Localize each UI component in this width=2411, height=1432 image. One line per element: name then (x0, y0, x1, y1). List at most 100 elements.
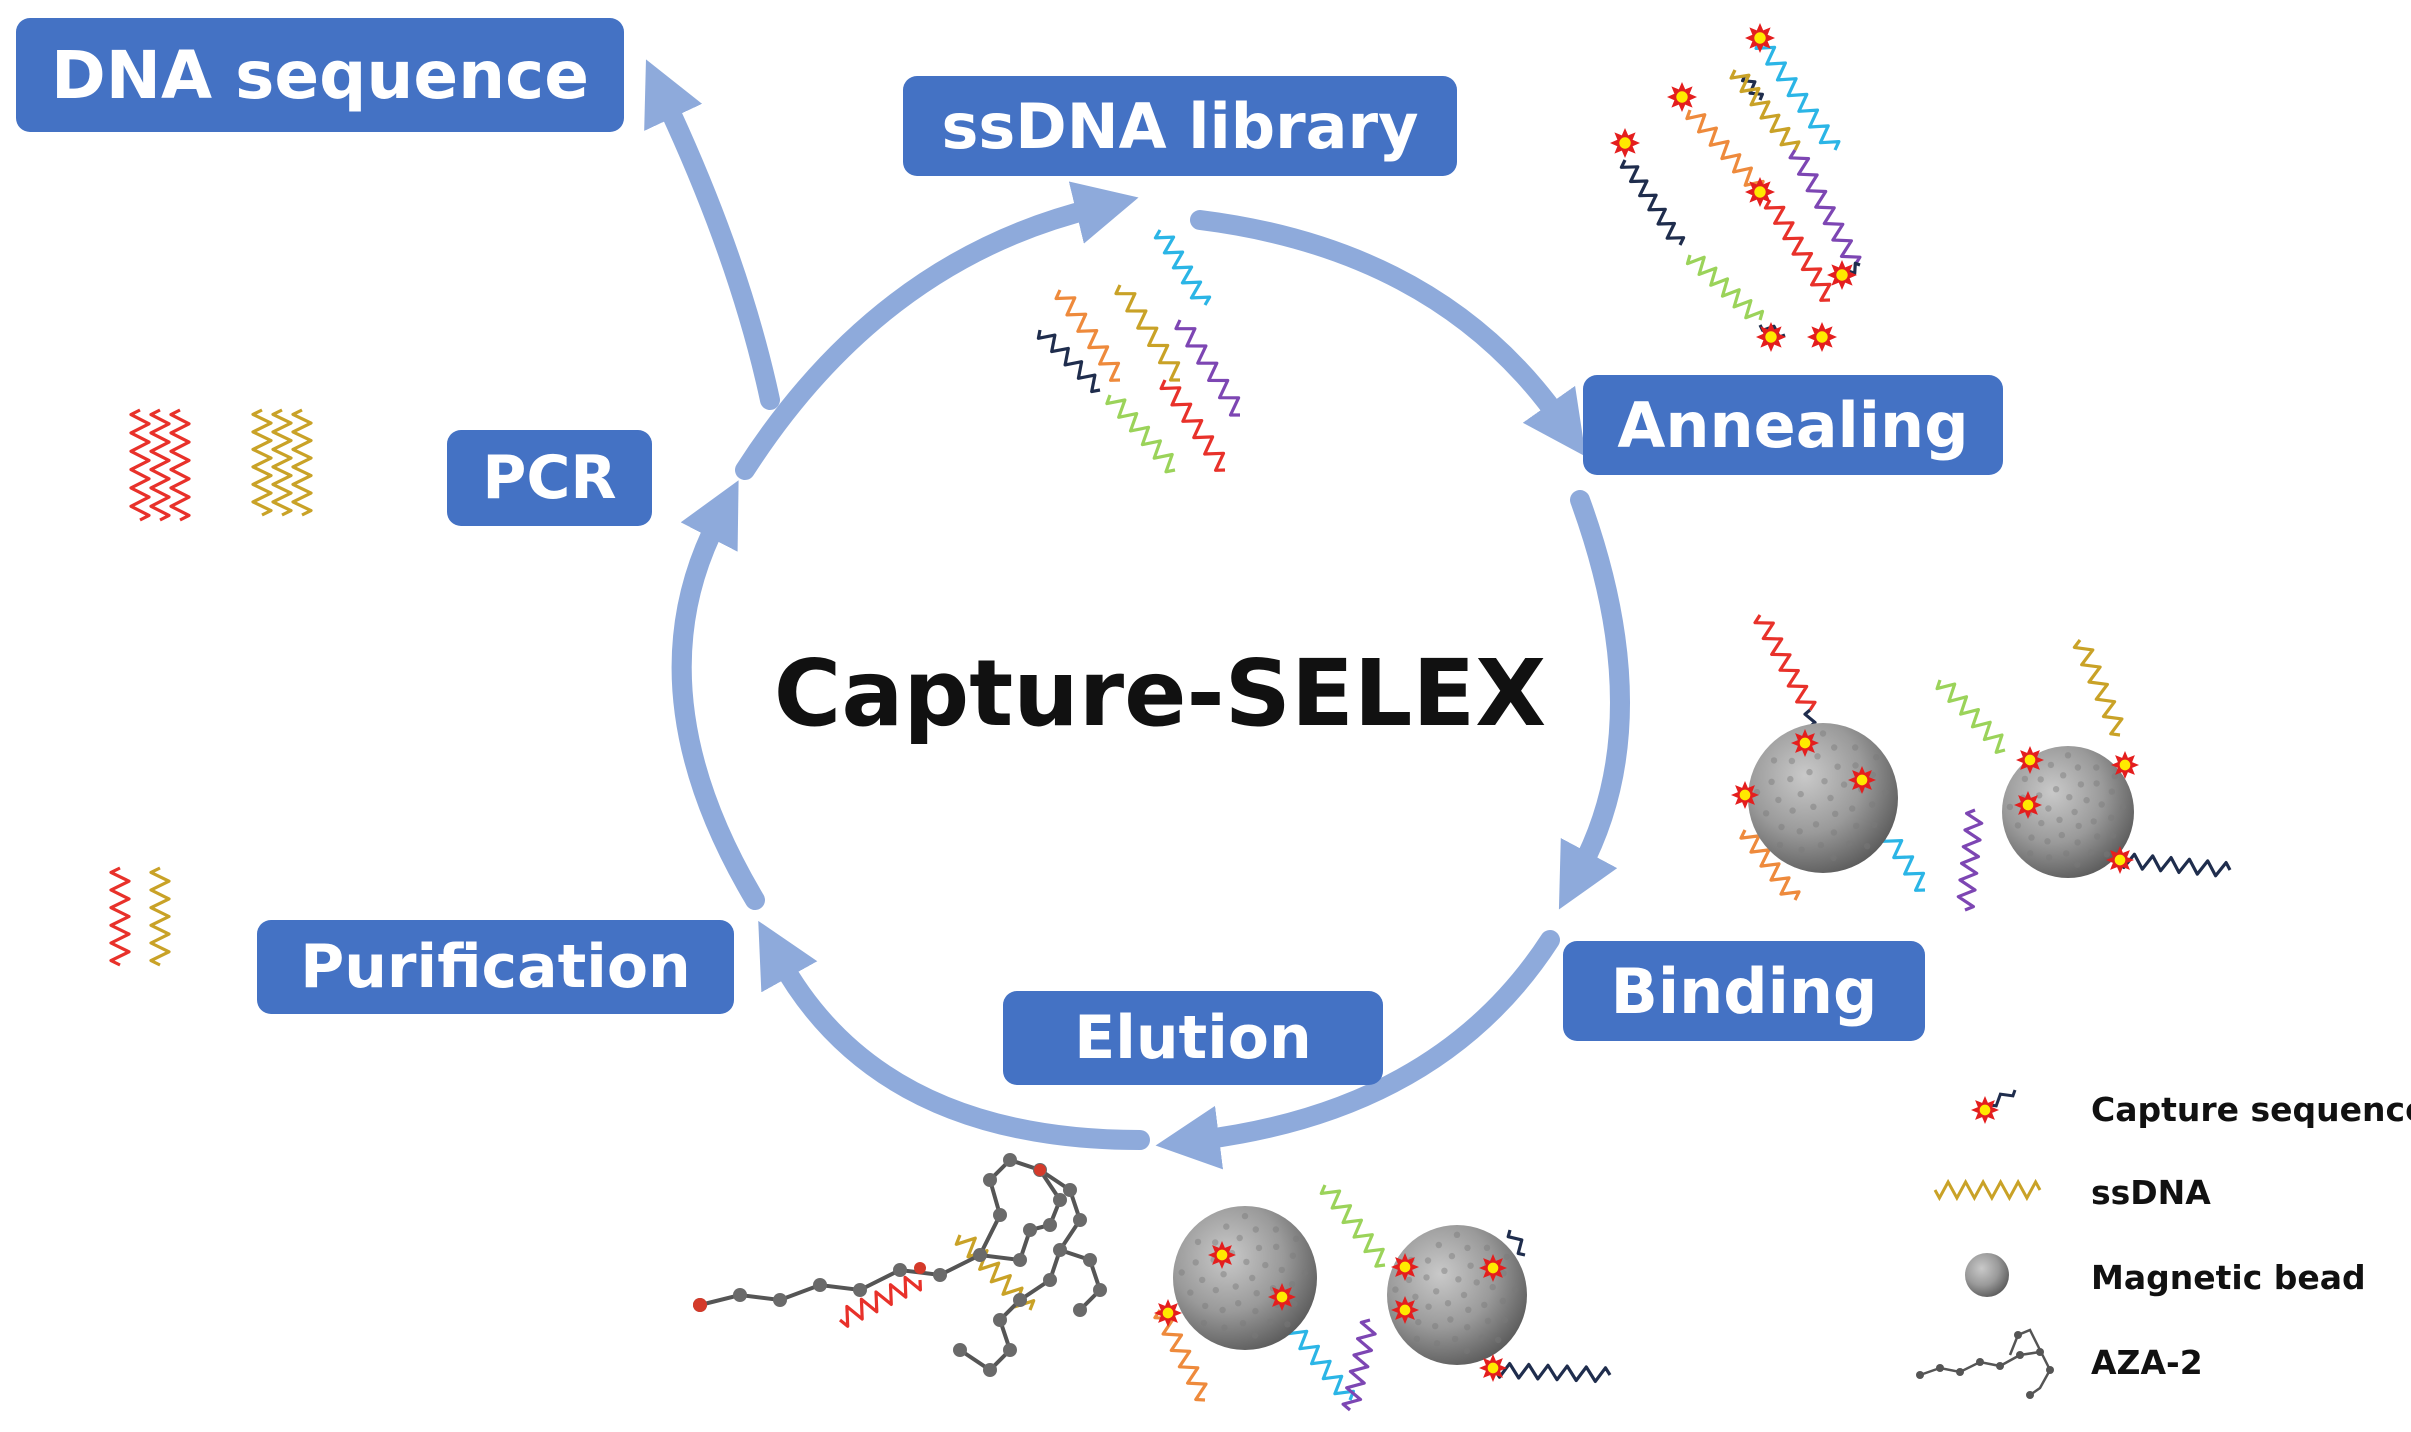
dna-strand (1754, 39, 1841, 151)
capture-star-core (1739, 789, 1751, 801)
binding-bead-1-texture (1819, 730, 1827, 737)
binding-bead-2-texture (2044, 838, 2051, 845)
elution-bead-1-texture (1288, 1281, 1296, 1288)
aza2-atom (1043, 1273, 1057, 1287)
elution-bead-1-texture (1239, 1320, 1247, 1327)
aza2-atom (773, 1293, 787, 1307)
elution-bead-1-texture (1194, 1238, 1202, 1246)
binding-bead-2-texture (2108, 814, 2115, 821)
elution-bead-2-texture (1412, 1293, 1419, 1301)
aza2-atom (1043, 1218, 1057, 1232)
binding-bead-2-texture (2064, 752, 2072, 759)
binding-bead-1-texture (1762, 810, 1770, 817)
dna-strand (1036, 329, 1101, 394)
elution-bead-2-texture (1500, 1270, 1507, 1277)
elution-bead-2-texture (1495, 1336, 1502, 1344)
binding-bead-2-texture (2066, 794, 2073, 801)
dna-strand (1506, 1229, 1526, 1257)
aza2-atom (1023, 1223, 1037, 1237)
dna-strand (1763, 199, 1832, 302)
elution-bead-2-texture (1444, 1300, 1452, 1307)
elution-bead-1-texture (1178, 1269, 1185, 1276)
binding-bead-2-texture (2021, 775, 2029, 783)
dna-strand (1739, 829, 1801, 901)
elution-bead-2-texture (1424, 1257, 1432, 1264)
diagram-title: Capture-SELEX (773, 640, 1547, 747)
step-binding: Binding (1563, 941, 1925, 1041)
elution-bead-2-texture (1484, 1317, 1492, 1325)
binding-bead-1-texture (1789, 807, 1796, 814)
elution-bead-2-texture (1503, 1253, 1510, 1261)
dna-strand (271, 408, 293, 517)
capture-star-core (2119, 759, 2131, 771)
dna-strand (1741, 74, 1764, 101)
capture-star-core (2022, 799, 2034, 811)
elution-bead-2-texture (1499, 1297, 1507, 1305)
elution-bead-2-texture (1405, 1276, 1413, 1284)
binding-bead-1-texture (1798, 846, 1805, 853)
dna-strand (1105, 394, 1176, 474)
step-dna-sequence: DNA sequence (16, 18, 624, 132)
binding-bead-2 (2002, 746, 2134, 878)
aza2-oxygen-atom (693, 1298, 707, 1312)
elution-bead-1-texture (1301, 1269, 1309, 1277)
binding-bead-2-texture (2093, 780, 2100, 787)
binding-bead-1-texture (1882, 789, 1889, 796)
elution-bead-1-texture (1278, 1266, 1286, 1274)
aza2-atom (1013, 1293, 1027, 1307)
binding-bead-2-texture (2098, 801, 2105, 808)
elution-bead-2-texture (1473, 1279, 1480, 1286)
capture-star-core (1765, 331, 1777, 343)
legend-magnetic-bead-label: Magnetic bead (2091, 1258, 2366, 1297)
arrow-binding-to-elution (1155, 930, 1560, 1170)
elution-bead-2-texture (1448, 1252, 1456, 1260)
aza2-atom (813, 1278, 827, 1292)
binding-bead-1-texture (1775, 796, 1782, 804)
binding-bead-1-texture (1787, 775, 1794, 783)
elution-bead-1-texture (1187, 1289, 1194, 1296)
elution-bead-2-texture (1433, 1340, 1441, 1347)
binding-bead-1-texture (1853, 822, 1860, 830)
dna-strand (838, 1275, 922, 1328)
binding-bead-1-texture (1830, 829, 1838, 836)
elution-bead-2-texture (1423, 1274, 1430, 1281)
capture-star-core (1487, 1262, 1499, 1274)
step-annealing: Annealing (1583, 375, 2003, 475)
dna-strand (149, 866, 171, 967)
capture-star-core (1816, 331, 1828, 343)
binding-bead-2-texture (2028, 834, 2035, 841)
binding-bead-2-texture (2052, 786, 2060, 793)
arrow-pcr-to-library (735, 181, 1139, 480)
step-ssdna-library: ssDNA library (903, 76, 1457, 176)
elution-bead-2-texture (1467, 1262, 1474, 1269)
dna-strand (1753, 614, 1817, 711)
binding-bead-2-texture (2108, 788, 2115, 795)
binding-bead-1 (1748, 723, 1898, 873)
elution-bead-1-texture (1232, 1283, 1239, 1290)
elution-bead-1-texture (1262, 1261, 1269, 1269)
elution-bead-2-texture (1455, 1276, 1462, 1283)
legend-ssdna-strand (1933, 1178, 2042, 1202)
dna-strand (291, 408, 313, 517)
binding-bead-1-texture (1831, 744, 1838, 751)
elution-bead-2-texture (1483, 1244, 1491, 1252)
elution-bead-2-texture (1489, 1283, 1496, 1291)
elution-bead-2-texture (1432, 1322, 1439, 1330)
aza2-atom (933, 1268, 947, 1282)
elution-bead-2-texture (1460, 1291, 1468, 1299)
arrow-pcr-to-dna-sequence (644, 59, 780, 410)
aza2-atoms (693, 1153, 1107, 1377)
aza2-oxygen-atom (1034, 1164, 1046, 1176)
step-purification: Purification (257, 920, 734, 1014)
elution-bead-2-texture (1435, 1241, 1443, 1249)
elution-bead-2-texture (1415, 1318, 1422, 1326)
elution-bead-1-texture (1235, 1300, 1242, 1307)
dna-strand (1054, 289, 1121, 382)
elution-bead-1-texture (1241, 1212, 1249, 1220)
aza2-atom (733, 1288, 747, 1302)
binding-bead-1-texture (1834, 763, 1841, 770)
binding-bead-2-texture (2074, 861, 2081, 868)
elution-bead-2-texture (1433, 1288, 1440, 1295)
elution-bead-1-texture (1192, 1259, 1199, 1266)
